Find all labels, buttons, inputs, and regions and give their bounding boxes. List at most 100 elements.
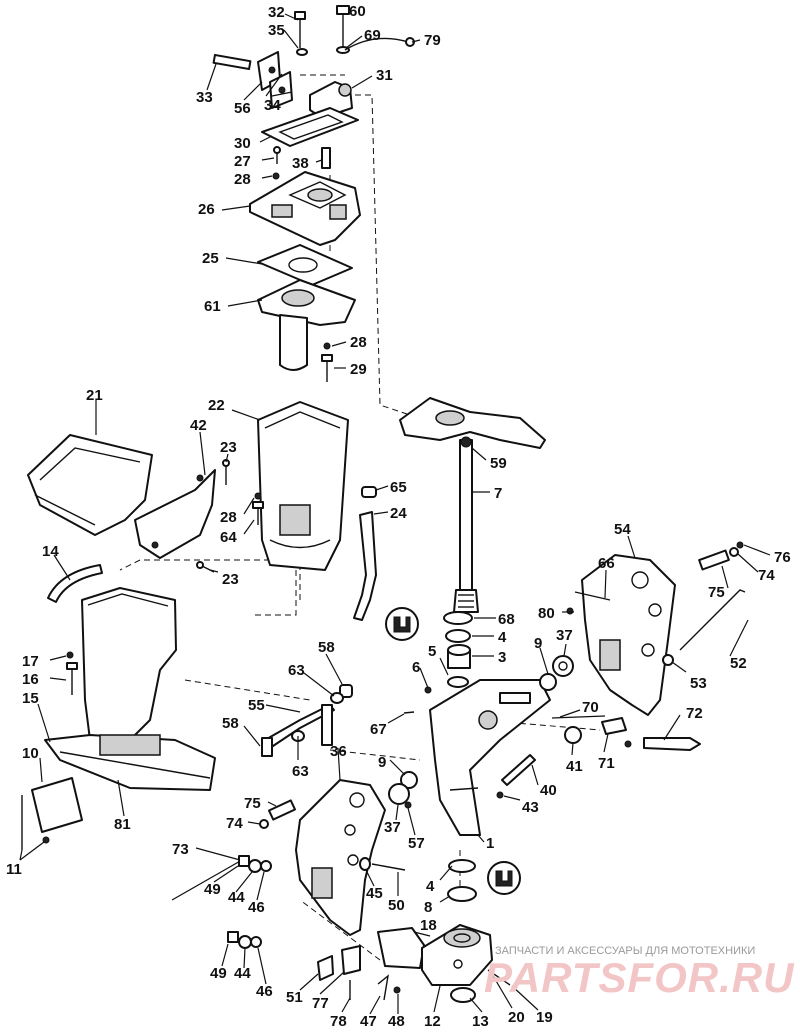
callout-26: 26: [198, 201, 215, 218]
callout-12: 12: [424, 1013, 441, 1030]
callout-34: 34: [264, 97, 281, 114]
callout-37a: 37: [556, 627, 573, 644]
callout-7: 7: [494, 485, 502, 502]
callout-65: 65: [390, 479, 407, 496]
callout-80: 80: [538, 605, 555, 622]
callout-70: 70: [582, 699, 599, 716]
callout-61: 61: [204, 298, 221, 315]
callout-60: 60: [349, 3, 366, 20]
clamp-block-18: [377, 927, 425, 969]
upper-mount-housing-26: [249, 171, 361, 246]
callout-44b: 44: [234, 965, 251, 982]
callout-46b: 46: [256, 983, 273, 1000]
grease-icon: [487, 861, 521, 895]
callout-32: 32: [268, 4, 285, 21]
cover-plate-42: [134, 469, 216, 559]
callout-4b: 4: [426, 878, 435, 895]
callout-68: 68: [498, 611, 515, 628]
exhaust-housing-22: [257, 401, 349, 571]
callout-55: 55: [248, 697, 265, 714]
callout-1: 1: [486, 835, 494, 852]
callout-23a: 23: [220, 439, 237, 456]
callout-50: 50: [388, 897, 405, 914]
callout-56: 56: [234, 100, 251, 117]
callout-29: 29: [350, 361, 367, 378]
callout-4a: 4: [498, 629, 507, 646]
callout-11: 11: [6, 861, 22, 878]
callout-38: 38: [292, 155, 309, 172]
swivel-bracket-1: [429, 679, 551, 836]
callout-37b: 37: [384, 819, 401, 836]
callout-78: 78: [330, 1013, 347, 1030]
callout-47: 47: [360, 1013, 377, 1030]
callout-33: 33: [196, 89, 213, 106]
callout-74a: 74: [758, 567, 775, 584]
callout-76: 76: [774, 549, 791, 566]
callout-19: 19: [536, 1009, 553, 1026]
exhaust-tube-61: [257, 279, 356, 371]
callout-71: 71: [598, 755, 615, 772]
callout-31: 31: [376, 67, 393, 84]
callout-16: 16: [22, 671, 39, 688]
cover-plate-10: [31, 777, 83, 833]
callout-44a: 44: [228, 889, 245, 906]
strap-14: [47, 564, 103, 603]
bushing-stack: [443, 611, 473, 688]
callout-53: 53: [690, 675, 707, 692]
callout-72: 72: [686, 705, 703, 722]
callout-49b: 49: [210, 965, 227, 982]
callout-77: 77: [312, 995, 329, 1012]
callout-20: 20: [508, 1009, 525, 1026]
callout-46a: 46: [248, 899, 265, 916]
callout-30: 30: [234, 135, 251, 152]
callout-3: 3: [498, 649, 506, 666]
callout-21: 21: [86, 387, 103, 404]
callout-5: 5: [428, 643, 436, 660]
callout-75b: 75: [244, 795, 261, 812]
callout-9b: 9: [378, 754, 386, 771]
callout-81: 81: [114, 816, 131, 833]
watermark-subtitle: ЗАПЧАСТИ И АКСЕССУАРЫ ДЛЯ МОТОТЕХНИКИ: [495, 945, 755, 957]
callout-51: 51: [286, 989, 303, 1006]
callout-labels: 32 60 35 69 79 31 33 56 34 30 27 38 28 2…: [6, 3, 791, 1030]
top-bolt-assembly: [212, 5, 415, 119]
callout-57: 57: [408, 835, 425, 852]
lower-cover-21: [27, 434, 153, 536]
callout-48: 48: [388, 1013, 405, 1030]
callout-27: 27: [234, 153, 251, 170]
linkage-55: [261, 684, 353, 757]
callout-66: 66: [598, 555, 615, 572]
callout-67: 67: [370, 721, 387, 738]
callout-58b: 58: [222, 715, 239, 732]
callout-42: 42: [190, 417, 207, 434]
grease-icon: [385, 607, 419, 641]
callout-35: 35: [268, 22, 285, 39]
callout-18: 18: [420, 917, 437, 934]
callout-40: 40: [540, 782, 557, 799]
callout-10: 10: [22, 745, 39, 762]
callout-25: 25: [202, 250, 219, 267]
callout-49a: 49: [204, 881, 221, 898]
callout-6: 6: [412, 659, 420, 676]
callout-14: 14: [42, 543, 59, 560]
callout-8: 8: [424, 899, 432, 916]
callout-54: 54: [614, 521, 631, 538]
alignment-lines: [119, 74, 601, 961]
callout-28b: 28: [350, 334, 367, 351]
callout-63b: 63: [292, 763, 309, 780]
swivel-housing-12: [421, 924, 493, 986]
callout-17: 17: [22, 653, 39, 670]
callout-23b: 23: [222, 571, 239, 588]
callout-24: 24: [390, 505, 407, 522]
callout-28c: 28: [220, 509, 237, 526]
callout-63a: 63: [288, 662, 305, 679]
callout-59: 59: [490, 455, 507, 472]
callout-13: 13: [472, 1013, 489, 1030]
callout-43: 43: [522, 799, 539, 816]
callout-41: 41: [566, 758, 583, 775]
callout-64: 64: [220, 529, 237, 546]
callout-28a: 28: [234, 171, 251, 188]
water-tube-24: [353, 486, 377, 621]
